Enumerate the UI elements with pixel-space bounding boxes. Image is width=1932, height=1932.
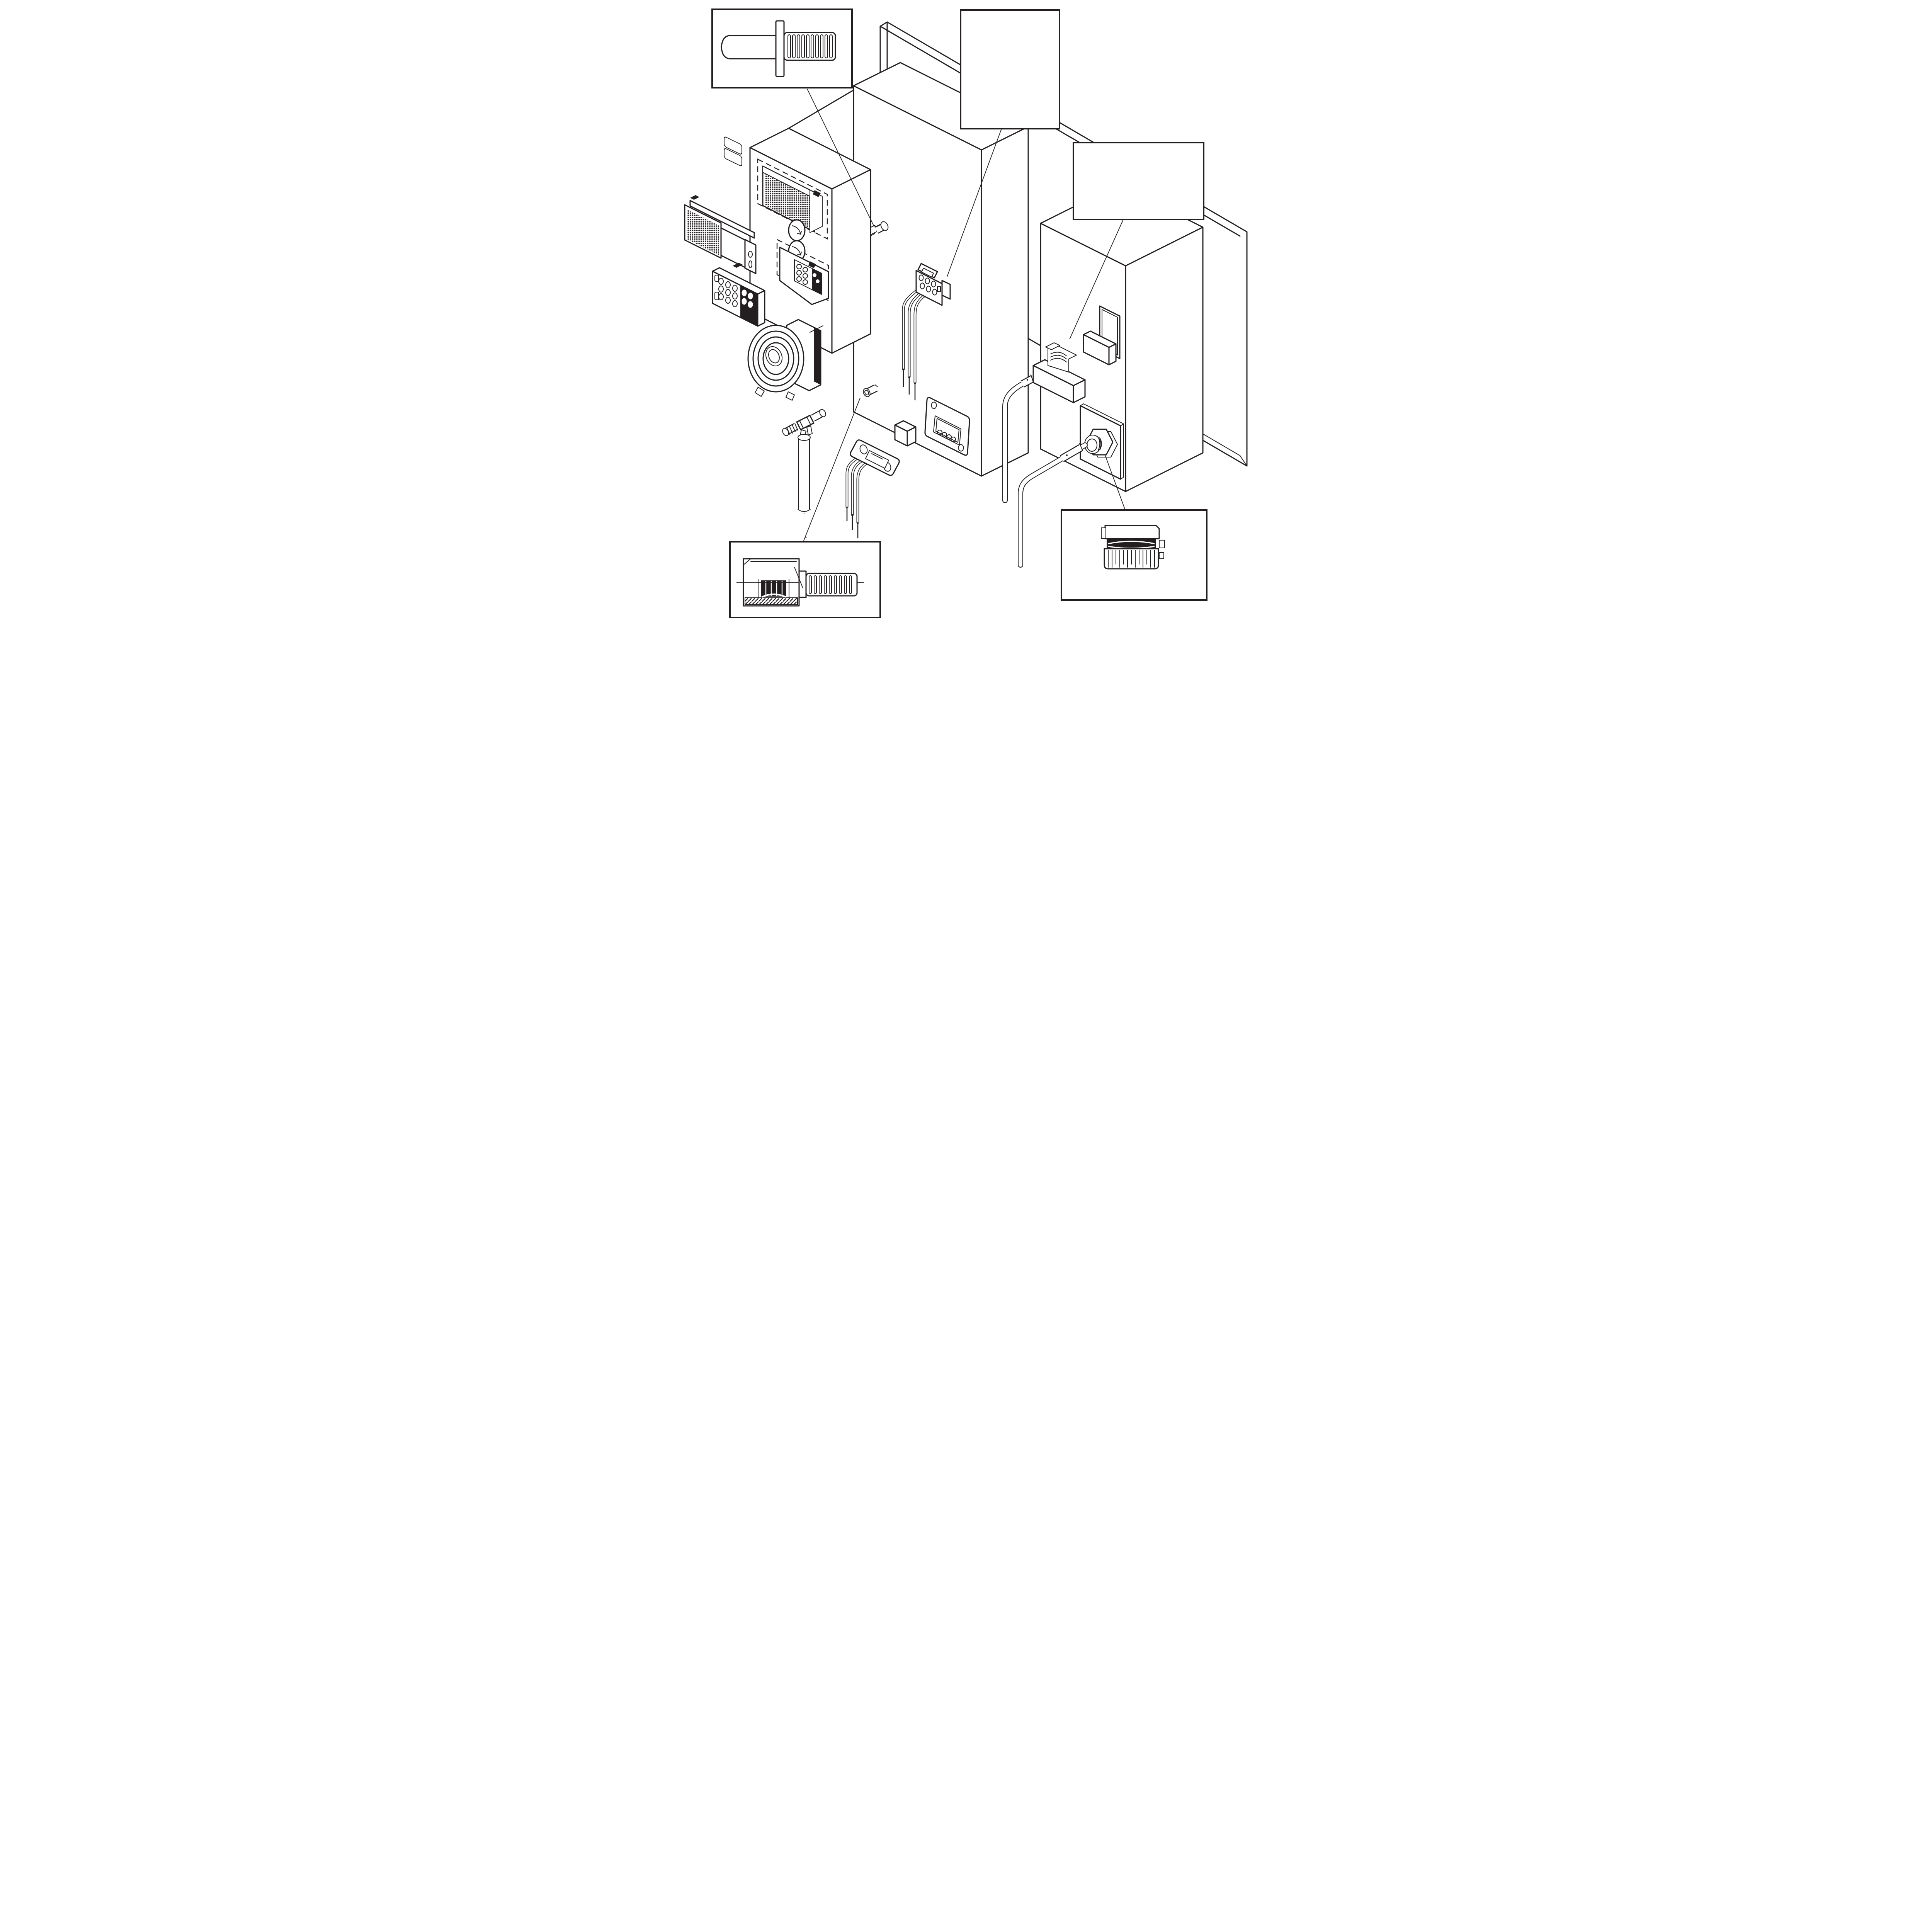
d-sub-shell (933, 415, 961, 446)
callout-b-frame (959, 9, 1060, 129)
callout-box-d (729, 541, 881, 618)
leader-callout-a (806, 88, 875, 228)
callout-c-frame (1072, 142, 1204, 220)
leader-lines (803, 88, 1126, 542)
pin-grid-holes (714, 275, 753, 308)
callout-box-e (1060, 509, 1208, 601)
exploded-diagram (684, 9, 1247, 618)
socket-receptacle (1083, 305, 1120, 366)
socket-plug-front (1083, 334, 1109, 366)
dashed-cutout-upper (757, 158, 828, 240)
bent-cable-upper (1002, 374, 1034, 503)
mesh-connector-bracket (744, 239, 756, 274)
pin-grid-connector (712, 263, 765, 327)
callout-box-b (959, 9, 1060, 129)
detail-insert-section (1100, 525, 1165, 570)
bent-cable-lower (1017, 442, 1088, 568)
callout-box-a (711, 9, 853, 88)
standoff-sleeve (862, 384, 878, 397)
module-mesh-block (762, 165, 823, 233)
probe-hex-nut (796, 415, 814, 430)
detail-socket-section (736, 558, 864, 607)
probe-assembly (782, 409, 826, 539)
mesh-connector-large (684, 136, 756, 274)
flange-insert (865, 450, 889, 469)
dashed-cutout-lower (776, 239, 829, 301)
figure-canvas (678, 0, 1254, 618)
shell-connector (779, 247, 829, 305)
pin-grid-right (757, 290, 765, 327)
d-sub-connector (924, 397, 970, 456)
right-module (1002, 184, 1203, 568)
back-panel-bottom-thickness (1203, 434, 1247, 466)
contact-lever (1045, 342, 1060, 350)
mesh-connector-body (720, 227, 745, 268)
probe-thread-lines (786, 423, 798, 435)
right-module-right-face (1125, 226, 1203, 492)
coil-cable-connector (747, 319, 823, 401)
plug-body (915, 270, 942, 306)
thread-slots (787, 34, 833, 58)
socket-plug-right (1108, 343, 1116, 366)
mesh-connector-lid (689, 200, 755, 239)
leader-callout-c (1069, 219, 1124, 340)
detail-guide-pin (721, 20, 836, 77)
left-module-right-face (831, 169, 871, 354)
leader-callout-e (1104, 455, 1126, 510)
leader-callout-b (946, 128, 1002, 277)
wired-flange-connector (845, 420, 916, 539)
three-wire-plug (902, 263, 951, 401)
plug-latch (941, 280, 951, 300)
flange-rear-front (894, 424, 908, 447)
left-module (749, 128, 871, 354)
spring-contact-block (1032, 342, 1085, 403)
middle-module (788, 62, 1029, 477)
latch-cams (788, 219, 805, 262)
callout-box-c (1072, 142, 1204, 220)
block-front (1032, 365, 1074, 403)
latch-hook-icon (813, 190, 821, 197)
leader-callout-d (803, 398, 861, 542)
bulkhead-hex-connector (1080, 403, 1124, 480)
